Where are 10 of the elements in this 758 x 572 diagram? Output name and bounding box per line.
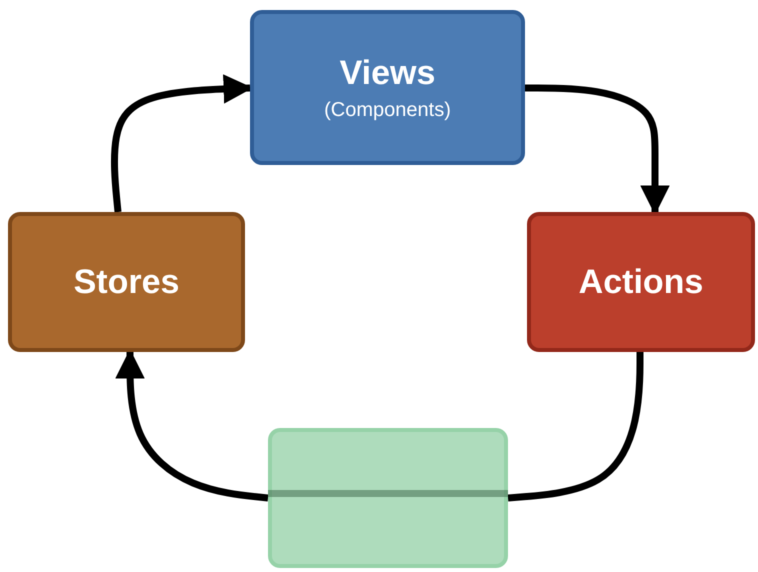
process-box [527,212,755,352]
arrow [115,349,268,502]
node-title: Stores [74,262,180,302]
process-box [250,10,525,165]
node-title: Views [340,54,436,92]
node-title: Actions [578,262,704,302]
process-box [8,212,245,352]
empty-box [268,428,508,568]
arrow [525,84,670,215]
node-subtitle: (Components) [324,98,451,122]
